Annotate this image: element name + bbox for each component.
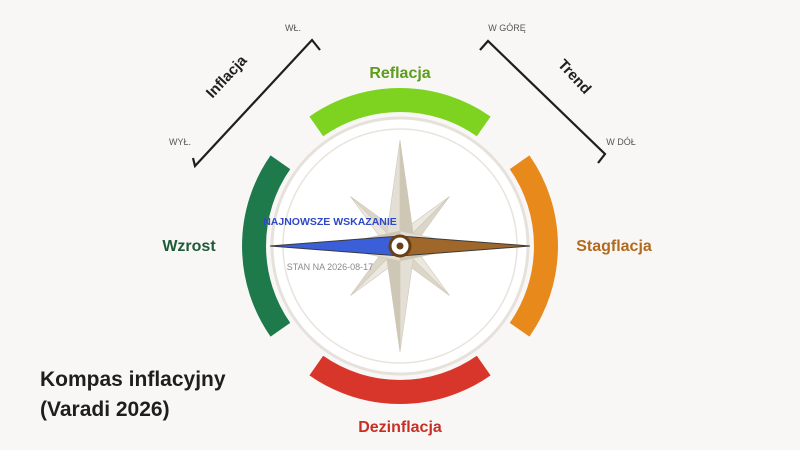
trend-axis-bracket — [479, 39, 607, 164]
regime-label-wzrost: Wzrost — [162, 238, 216, 255]
inflation-axis-bracket — [191, 38, 321, 169]
wzrost-arc — [242, 155, 291, 337]
needle-pivot-center — [396, 242, 404, 250]
reading-date: STAN NA 2026-08-17 — [287, 262, 373, 272]
regime-label-dezinflacja: Dezinflacja — [358, 419, 442, 436]
inflation-axis-label: Inflacja — [203, 52, 251, 102]
regime-label-stagflacja: Stagflacja — [576, 238, 652, 255]
diagram-title: Kompas inflacyjny — [40, 368, 226, 391]
trend-up-label: W GÓRĘ — [488, 23, 526, 33]
trend-axis-label: Trend — [554, 56, 594, 97]
diagram-subtitle: (Varadi 2026) — [40, 398, 170, 421]
trend-down-label: W DÓŁ — [606, 137, 636, 147]
inflation-high-label: WŁ. — [285, 23, 301, 33]
regime-label-reflacja: Reflacja — [369, 65, 430, 82]
stagflacja-arc — [509, 155, 558, 337]
dezinflacja-arc — [309, 355, 491, 404]
inflation-low-label: WYŁ. — [169, 137, 191, 147]
reflacja-arc — [309, 88, 491, 137]
latest-reading-label: NAJNOWSZE WSKAZANIE — [263, 216, 397, 228]
